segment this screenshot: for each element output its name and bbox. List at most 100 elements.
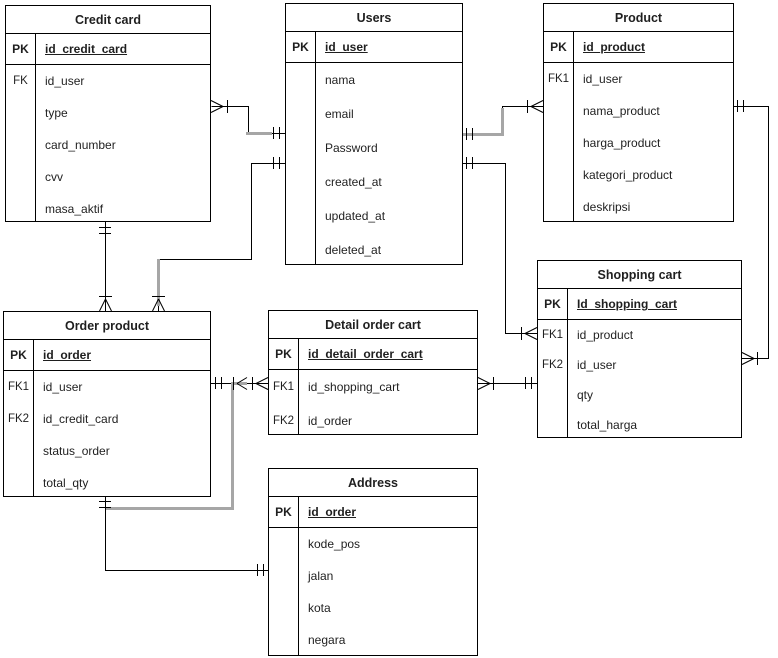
pk-field-name: id_order [43, 348, 92, 362]
selected-segment-users-product[interactable] [462, 108, 504, 136]
primary-key-row: PK id_product [544, 32, 733, 63]
field-name: Password [325, 141, 378, 155]
entity-title: Order product [4, 312, 210, 340]
key-label [544, 159, 574, 191]
field-row: email [286, 97, 462, 131]
field-row: status_order [4, 435, 210, 467]
field-row: created_at [286, 165, 462, 199]
pk-field-name: id_credit_card [45, 42, 128, 56]
field-row: card_number [6, 129, 210, 161]
relationship-users-shopping-cart[interactable] [462, 163, 537, 334]
field-row: nama_product [544, 95, 733, 127]
primary-key-row: PK Id_shopping_cart [538, 289, 741, 320]
field-name: id_user [583, 72, 623, 86]
entity-credit-card[interactable]: Credit card PK id_credit_card FK id_user… [5, 5, 211, 222]
key-label [269, 624, 299, 655]
key-label: PK [269, 497, 299, 527]
field-row: nama [286, 63, 462, 97]
field-row: kategori_product [544, 159, 733, 191]
field-name: id_user [43, 380, 83, 394]
pk-field-name: id_product [583, 40, 645, 54]
field-row: kode_pos [269, 528, 477, 560]
key-label [538, 380, 568, 410]
key-label: PK [4, 340, 34, 370]
key-label: FK [6, 65, 36, 97]
key-label: FK2 [269, 404, 299, 434]
key-label: FK2 [538, 350, 568, 380]
pk-field-name: id_user [325, 40, 368, 54]
field-name: id_shopping_cart [308, 380, 400, 394]
field-name: deskripsi [583, 200, 631, 214]
key-label [286, 199, 316, 233]
key-label [286, 63, 316, 97]
primary-key-row: PK id_order [269, 497, 477, 528]
field-name: id_order [308, 414, 353, 428]
relationship-order-product-address[interactable] [105, 497, 269, 571]
key-label [286, 131, 316, 165]
field-row: negara [269, 624, 477, 655]
field-name: negara [308, 633, 346, 647]
field-row: Password [286, 131, 462, 165]
field-name: status_order [43, 444, 110, 458]
pk-field-name: id_detail_order_cart [308, 347, 423, 361]
crow-foot-many-marker-icon [99, 100, 758, 390]
key-label: FK2 [4, 403, 34, 435]
field-name: deleted_at [325, 243, 382, 257]
entity-title: Product [544, 4, 733, 32]
field-name: id_credit_card [43, 412, 119, 426]
field-name: kode_pos [308, 537, 361, 551]
entity-order-product[interactable]: Order product PK id_order FK1 id_user FK… [3, 311, 211, 497]
field-name: email [325, 107, 354, 121]
field-name: nama [325, 73, 356, 87]
key-label [269, 560, 299, 592]
key-label: FK1 [544, 63, 574, 95]
field-name: cvv [45, 170, 63, 184]
key-label [544, 95, 574, 127]
entity-users[interactable]: Users PK id_user nama email Password cre… [285, 3, 463, 265]
field-row: FK1 id_user [4, 371, 210, 403]
key-label: PK [286, 32, 316, 62]
entity-detail-order-cart[interactable]: Detail order cart PK id_detail_order_car… [268, 310, 478, 435]
relationship-product-shopping-cart[interactable] [733, 106, 769, 359]
field-name: card_number [45, 138, 116, 152]
field-name: id_user [45, 74, 85, 88]
field-name: updated_at [325, 209, 386, 223]
field-name: jalan [308, 569, 334, 583]
field-row: harga_product [544, 127, 733, 159]
field-name: kota [308, 601, 331, 615]
key-label [286, 165, 316, 199]
key-label [4, 435, 34, 467]
key-label: PK [269, 339, 299, 369]
pk-field-name: Id_shopping_cart [577, 297, 678, 311]
field-name: total_qty [43, 476, 89, 490]
key-label [286, 233, 316, 264]
entity-address[interactable]: Address PK id_order kode_pos jalan kota … [268, 468, 478, 656]
key-label: PK [6, 34, 36, 64]
field-row: kota [269, 592, 477, 624]
entity-title: Credit card [6, 6, 210, 34]
key-label [538, 410, 568, 437]
key-label [544, 127, 574, 159]
key-label: FK1 [4, 371, 34, 403]
selected-edge-detail-order-cart-branch[interactable] [106, 382, 247, 510]
entity-product[interactable]: Product PK id_product FK1 id_user nama_p… [543, 3, 734, 222]
field-row: total_harga [538, 410, 741, 437]
key-label [269, 528, 299, 560]
field-name: total_harga [577, 418, 638, 432]
key-label [6, 161, 36, 193]
entity-shopping-cart[interactable]: Shopping cart PK Id_shopping_cart FK1 id… [537, 260, 742, 438]
field-name: id_user [577, 358, 617, 372]
entity-title: Users [286, 4, 462, 32]
field-row: deleted_at [286, 233, 462, 264]
key-label [6, 193, 36, 221]
key-label: PK [544, 32, 574, 62]
pk-field-name: id_order [308, 505, 357, 519]
field-name: harga_product [583, 136, 661, 150]
field-row: FK1 id_shopping_cart [269, 370, 477, 404]
entity-title: Shopping cart [538, 261, 741, 289]
key-label [269, 592, 299, 624]
field-name: created_at [325, 175, 382, 189]
field-row: FK id_user [6, 65, 210, 97]
